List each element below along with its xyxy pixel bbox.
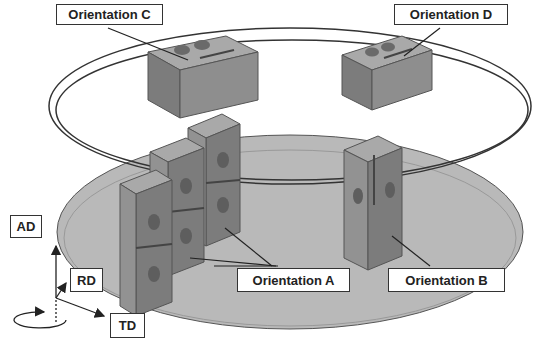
- label-box: TD: [110, 313, 145, 338]
- specimen-a: [120, 114, 240, 316]
- label-text: Orientation D: [410, 7, 492, 22]
- label-box: AD: [10, 215, 42, 238]
- specimen-d: [342, 36, 432, 110]
- label-box: Orientation B: [388, 268, 505, 292]
- leader-lines: [108, 28, 440, 266]
- specimen-b: [344, 136, 402, 270]
- label-text: Orientation B: [405, 273, 487, 288]
- label-text: RD: [77, 273, 96, 288]
- label-text: TD: [119, 318, 136, 333]
- plate-edge: [64, 150, 516, 326]
- label-box: Orientation C: [56, 4, 163, 25]
- label-text: Orientation A: [253, 273, 335, 288]
- plate-outline: [56, 40, 528, 180]
- label-text: AD: [17, 219, 36, 234]
- label-box: Orientation D: [394, 4, 508, 25]
- label-text: Orientation C: [68, 7, 150, 22]
- plate-outline: [49, 28, 531, 184]
- specimen-c: [148, 36, 258, 118]
- label-box: RD: [70, 268, 103, 292]
- axis-arrows: [14, 246, 104, 328]
- label-box: Orientation A: [237, 268, 350, 292]
